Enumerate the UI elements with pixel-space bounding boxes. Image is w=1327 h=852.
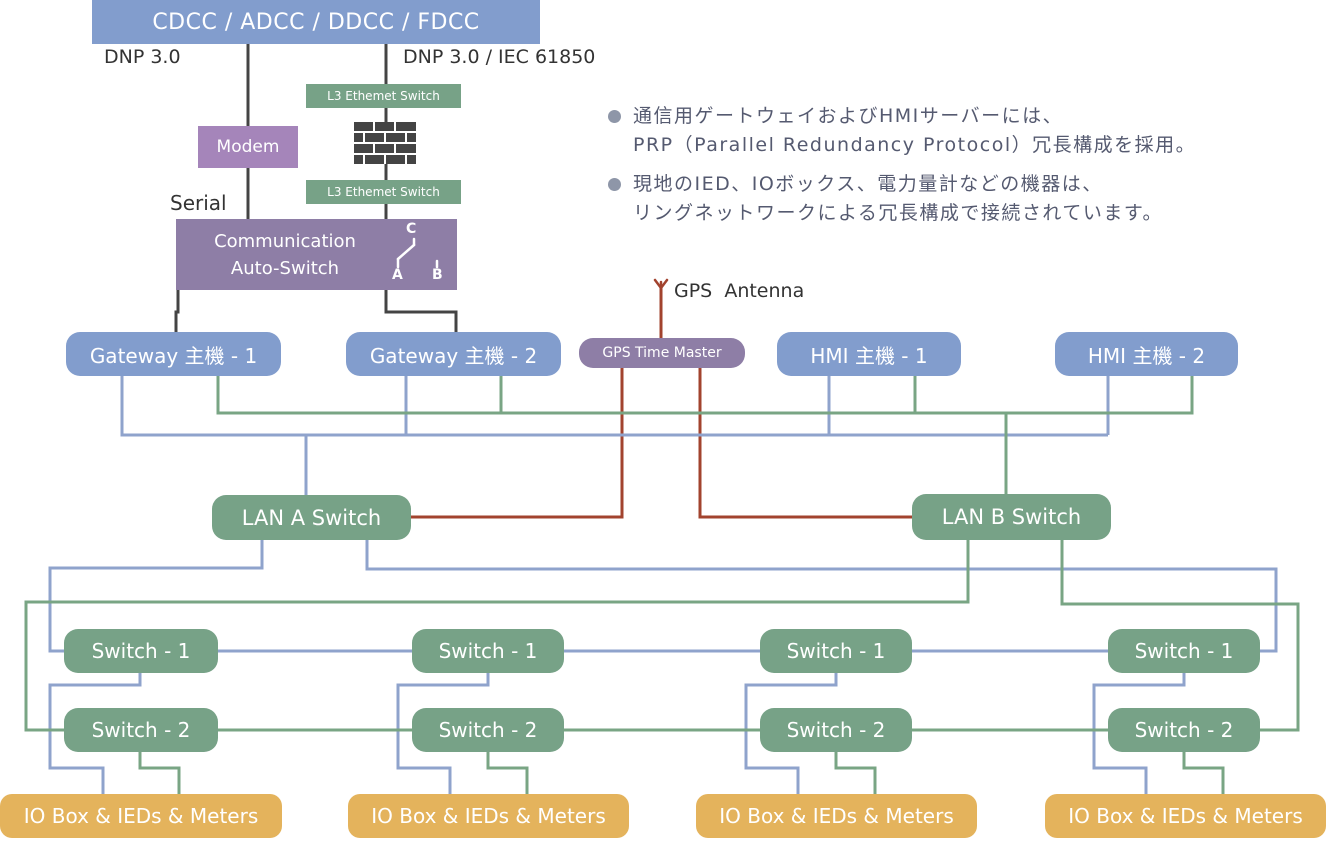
ring-switch-1-label: Switch - 1 [786, 639, 886, 663]
firewall-icon [354, 122, 416, 164]
lan-a-switch-label: LAN A Switch [241, 505, 382, 530]
hmi-host-2: HMI 主機 - 2 [1055, 332, 1238, 376]
antenna-icon [653, 278, 669, 300]
io-box-label: IO Box & IEDs & Meters [1068, 804, 1303, 828]
gateway-host-2: Gateway 主機 - 2 [346, 332, 561, 376]
switch-toggle-icon [396, 237, 439, 269]
hmi-host-2-label: HMI 主機 - 2 [1087, 343, 1206, 368]
gps-time-master: GPS Time Master [579, 338, 745, 368]
gps-antenna-label: GPS Antenna [674, 280, 805, 302]
bullet-icon [608, 110, 621, 123]
auto-switch-line2: Auto-Switch [230, 258, 340, 279]
ring-switch-2: Switch - 2 [412, 708, 564, 752]
note-item: 通信用ゲートウェイおよびHMIサーバーには、 PRP（Parallel Redu… [604, 102, 1196, 160]
l3-switch-top-label: L3 Ethemet Switch [327, 89, 440, 103]
ring-switch-1: Switch - 1 [1108, 629, 1260, 673]
lan-a-switch: LAN A Switch [212, 495, 411, 540]
upstream-links [174, 44, 458, 332]
bullet-icon [608, 178, 621, 191]
io-box: IO Box & IEDs & Meters [0, 794, 282, 838]
notes: 通信用ゲートウェイおよびHMIサーバーには、 PRP（Parallel Redu… [604, 102, 1196, 238]
io-box: IO Box & IEDs & Meters [348, 794, 629, 838]
modem-label: Modem [216, 137, 280, 157]
auto-switch-title: Communication Auto-Switch [176, 228, 394, 282]
switch-pos-a: A [392, 267, 403, 283]
io-box: IO Box & IEDs & Meters [1045, 794, 1326, 838]
ring-switch-2: Switch - 2 [1108, 708, 1260, 752]
lan-b-switch: LAN B Switch [912, 494, 1111, 540]
lan-b-links [24, 376, 1300, 794]
switch-pos-c: C [406, 221, 417, 237]
protocol-right-label: DNP 3.0 / IEC 61850 [403, 46, 596, 68]
ring-switch-1: Switch - 1 [412, 629, 564, 673]
io-box-label: IO Box & IEDs & Meters [23, 804, 259, 828]
note-1-line2: PRP（Parallel Redundancy Protocol）冗長構成を採用… [633, 134, 1197, 156]
gps-time-master-label: GPS Time Master [602, 345, 722, 361]
ring-switch-2-label: Switch - 2 [438, 718, 538, 742]
l3-switch-bottom: L3 Ethemet Switch [306, 180, 461, 204]
io-box-label: IO Box & IEDs & Meters [719, 804, 954, 828]
ring-switch-2-label: Switch - 2 [91, 718, 191, 742]
ring-switch-2-label: Switch - 2 [786, 718, 886, 742]
hmi-host-1: HMI 主機 - 1 [777, 332, 961, 376]
auto-switch: Communication Auto-Switch C A B [176, 219, 457, 290]
ring-switch-2: Switch - 2 [64, 708, 218, 752]
switch-pos-b: B [432, 267, 443, 283]
protocol-left-label: DNP 3.0 [104, 46, 181, 68]
note-2-line1: 現地のIED、IOボックス、電力量計などの機器は、 [633, 173, 1103, 195]
l3-switch-bottom-label: L3 Ethemet Switch [327, 185, 440, 199]
gateway-host-2-label: Gateway 主機 - 2 [369, 343, 538, 368]
ring-switch-1: Switch - 1 [760, 629, 912, 673]
ring-switch-1-label: Switch - 1 [1134, 639, 1234, 663]
note-2-line2: リングネットワークによる冗長構成で接続されています。 [633, 202, 1163, 224]
control-center-bar: CDCC / ADCC / DDCC / FDCC [92, 0, 540, 44]
l3-switch-top: L3 Ethemet Switch [306, 84, 461, 108]
ring-switch-2: Switch - 2 [760, 708, 912, 752]
io-box: IO Box & IEDs & Meters [696, 794, 977, 838]
ring-switch-2-label: Switch - 2 [1134, 718, 1234, 742]
ring-switch-1-label: Switch - 1 [91, 639, 191, 663]
serial-label: Serial [170, 191, 227, 215]
gateway-host-1: Gateway 主機 - 1 [66, 332, 281, 376]
ring-switch-1: Switch - 1 [64, 629, 218, 673]
hmi-host-1-label: HMI 主機 - 1 [810, 343, 928, 368]
control-center-label: CDCC / ADCC / DDCC / FDCC [152, 9, 480, 35]
note-item: 現地のIED、IOボックス、電力量計などの機器は、 リングネットワークによる冗長… [604, 170, 1196, 228]
lan-a-links [48, 376, 1278, 794]
auto-switch-line1: Communication [214, 231, 356, 252]
io-box-label: IO Box & IEDs & Meters [371, 804, 606, 828]
ring-switch-1-label: Switch - 1 [438, 639, 538, 663]
gps-links [410, 288, 912, 519]
lan-b-switch-label: LAN B Switch [941, 505, 1082, 529]
note-1-line1: 通信用ゲートウェイおよびHMIサーバーには、 [633, 105, 1064, 127]
gateway-host-1-label: Gateway 主機 - 1 [89, 343, 258, 368]
modem: Modem [198, 126, 298, 168]
